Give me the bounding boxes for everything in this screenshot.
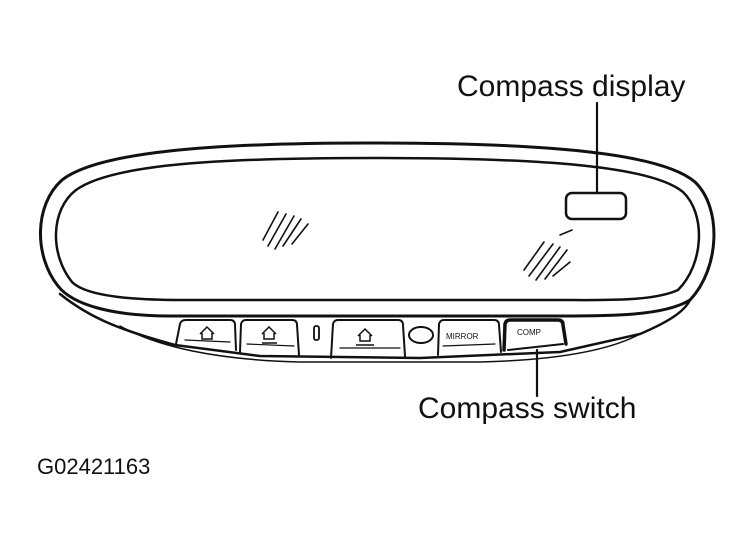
- figure-id: G02421163: [37, 454, 151, 479]
- mirror-housing-outline: [39, 141, 716, 318]
- button-strip-outline: [58, 292, 692, 360]
- glare-hatch-left: [262, 211, 309, 250]
- home-icon-2: [261, 325, 277, 344]
- light-sensor: [408, 326, 434, 344]
- home-icon-3: [356, 327, 374, 346]
- button-strip-bottom: [119, 325, 641, 363]
- compass-display-window: [564, 191, 628, 221]
- compass-switch-label: Compass switch: [418, 392, 637, 425]
- glare-hatch-right: [523, 229, 573, 281]
- home-icon-1: [199, 325, 215, 340]
- mirror-glass-outline: [54, 156, 701, 302]
- indicator-led: [313, 325, 320, 341]
- homelink-button-1: [175, 319, 237, 351]
- comp-button-label: COMP: [517, 328, 541, 337]
- comp-button: [502, 318, 568, 352]
- mirror-button-label: MIRROR: [446, 332, 479, 341]
- compass-display-label: Compass display: [457, 70, 686, 103]
- homelink-button-3: [330, 319, 406, 359]
- homelink-button-2: [239, 319, 300, 356]
- mirror-button: [437, 319, 502, 356]
